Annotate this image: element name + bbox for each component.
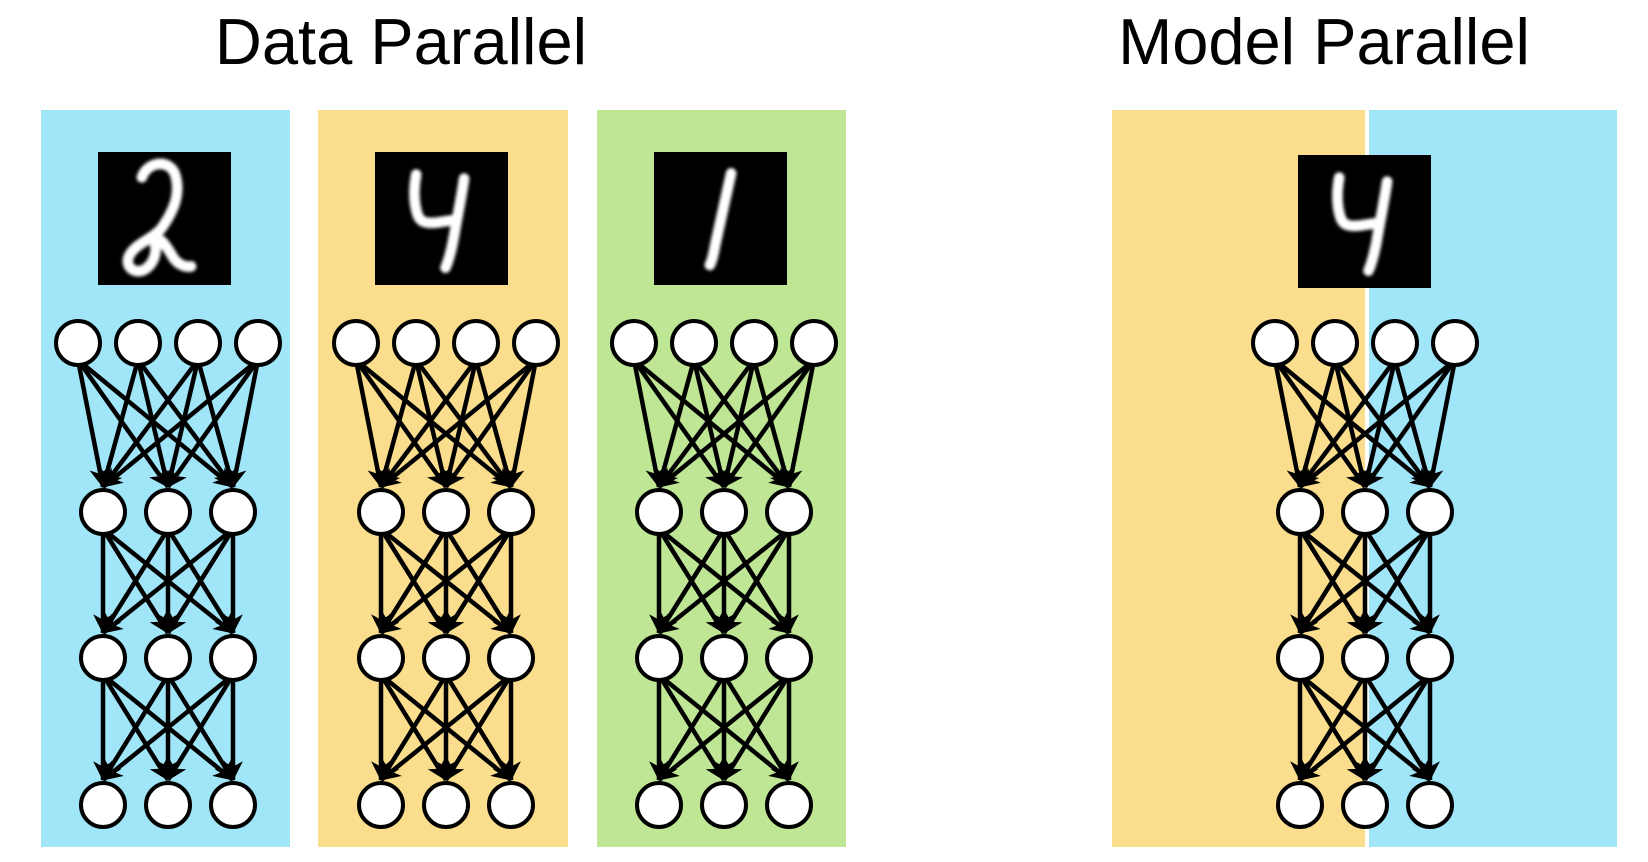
digit-glyph — [1332, 172, 1393, 277]
neural-network-diagram — [610, 319, 838, 829]
mnist-digit-image-2 — [98, 152, 231, 285]
data-parallel-shard-3 — [597, 110, 846, 847]
neural-network-diagram — [332, 319, 560, 829]
data-parallel-title: Data Parallel — [214, 5, 588, 78]
digit-glyph — [409, 169, 470, 274]
digit-glyph — [122, 158, 197, 277]
mnist-digit-image-4 — [375, 152, 508, 285]
neural-network-diagram — [54, 319, 282, 829]
data-parallel-shard-2 — [318, 110, 568, 847]
data-parallel-shard-1 — [41, 110, 290, 847]
mnist-digit-image-4 — [1298, 155, 1431, 288]
digit-glyph — [704, 167, 737, 271]
model-parallel-title: Model Parallel — [1118, 5, 1530, 78]
model-parallel-panel — [1112, 110, 1617, 847]
neural-network-diagram — [1251, 319, 1479, 829]
mnist-digit-image-1 — [654, 152, 787, 285]
